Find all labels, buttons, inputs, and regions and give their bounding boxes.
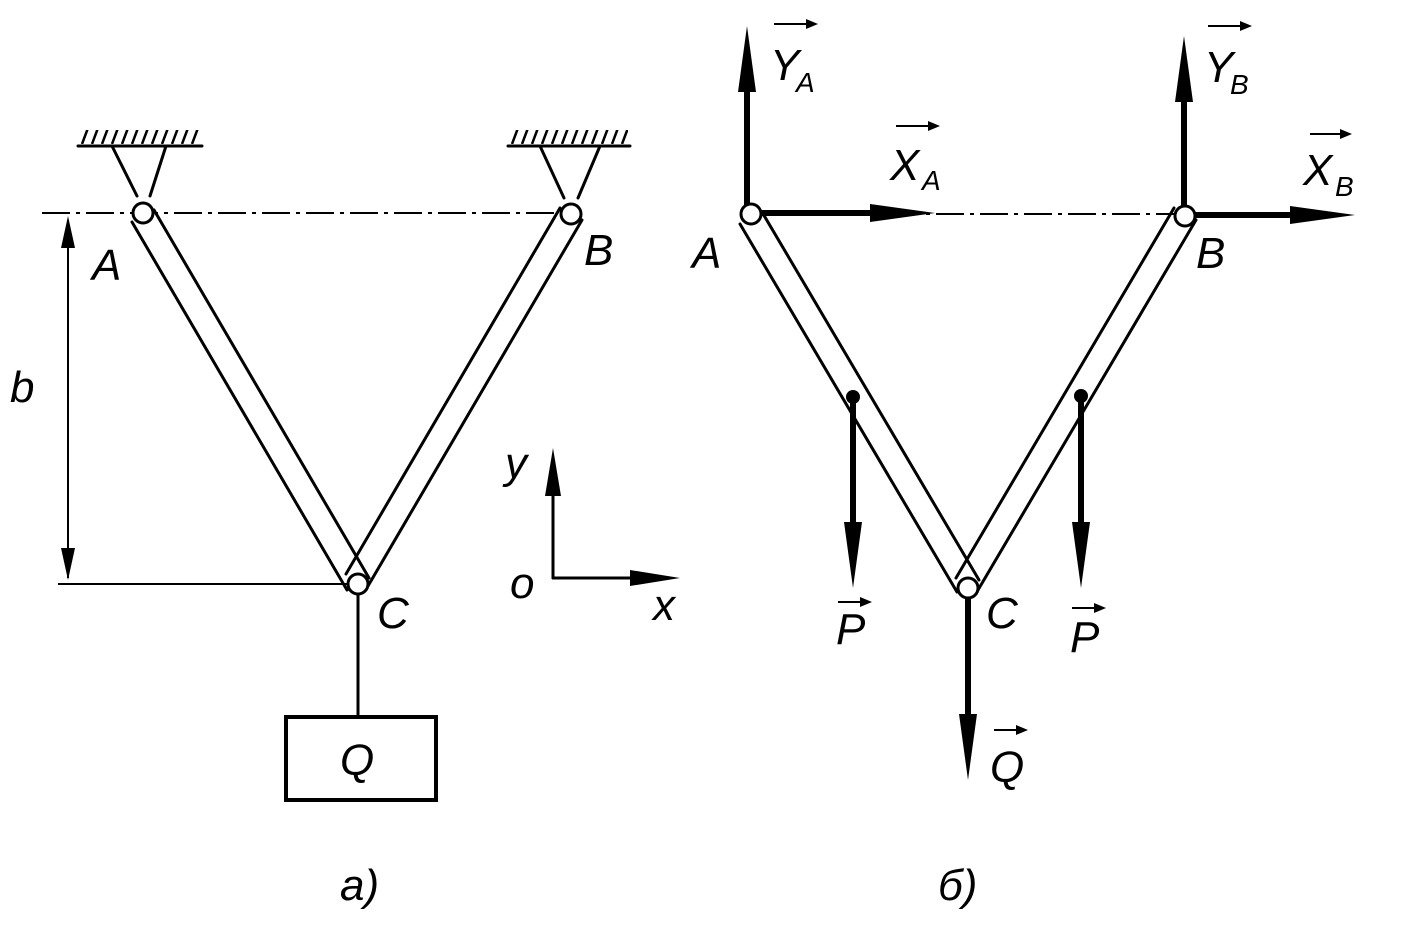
load-box-q (284, 715, 438, 802)
label-axis-y: y (502, 439, 530, 488)
caption-a: a) (340, 861, 379, 910)
svg-text:Y: Y (770, 41, 802, 90)
svg-text:B: B (1230, 69, 1249, 100)
joint-a-b (739, 202, 763, 226)
force-arrow-q (959, 596, 977, 780)
vector-label-ya: Y A (770, 19, 818, 98)
joint-b-a (559, 202, 583, 226)
vector-label-p-right: P (1070, 603, 1106, 662)
label-point-c-a: C (377, 589, 410, 638)
force-arrow-yb (1175, 36, 1193, 212)
svg-text:Y: Y (1204, 43, 1236, 92)
vector-label-q: Q (990, 725, 1028, 792)
label-point-a-a: A (89, 241, 121, 290)
support-a (76, 130, 204, 198)
support-b (506, 130, 632, 200)
svg-text:X: X (1302, 146, 1334, 195)
vector-label-p-left: P (836, 597, 872, 654)
label-point-b-a: B (584, 226, 613, 275)
rod-ac (130, 208, 371, 592)
diagram-a: Q A B C b y x o a) (10, 130, 680, 910)
joint-c-b (956, 576, 980, 600)
label-point-c-b: C (986, 589, 1019, 638)
vector-label-xb: X B (1302, 129, 1354, 202)
label-origin: o (510, 559, 534, 608)
force-arrow-p-left (844, 390, 862, 588)
svg-text:X: X (889, 141, 921, 190)
svg-text:Q: Q (990, 743, 1024, 792)
label-dimension-b: b (10, 363, 34, 412)
diagram-b: A B C Y A X A Y B X B P (689, 19, 1355, 910)
load-box-label: Q (340, 736, 374, 785)
vector-label-yb: Y B (1204, 21, 1252, 100)
rod-bc (344, 206, 584, 588)
rod-bc-b (954, 206, 1198, 592)
force-arrow-xa (752, 204, 935, 222)
caption-b: б) (938, 861, 977, 910)
force-arrow-xb (1190, 206, 1355, 224)
label-point-a-b: A (689, 229, 721, 278)
joint-b-b (1173, 204, 1197, 228)
svg-text:P: P (836, 605, 866, 654)
force-arrow-p-right (1072, 389, 1090, 588)
svg-text:P: P (1070, 613, 1100, 662)
svg-text:B: B (1335, 171, 1354, 202)
coordinate-axes (545, 448, 680, 586)
label-point-b-b: B (1196, 229, 1225, 278)
joint-c-a (346, 572, 370, 596)
joint-a-a (131, 201, 155, 225)
dimension-b (61, 216, 75, 580)
svg-text:A: A (920, 165, 941, 196)
force-arrow-ya (738, 26, 756, 212)
svg-text:A: A (794, 67, 815, 98)
label-axis-x: x (651, 581, 677, 630)
rod-ac-b (738, 210, 981, 594)
vector-label-xa: X A (889, 121, 941, 196)
